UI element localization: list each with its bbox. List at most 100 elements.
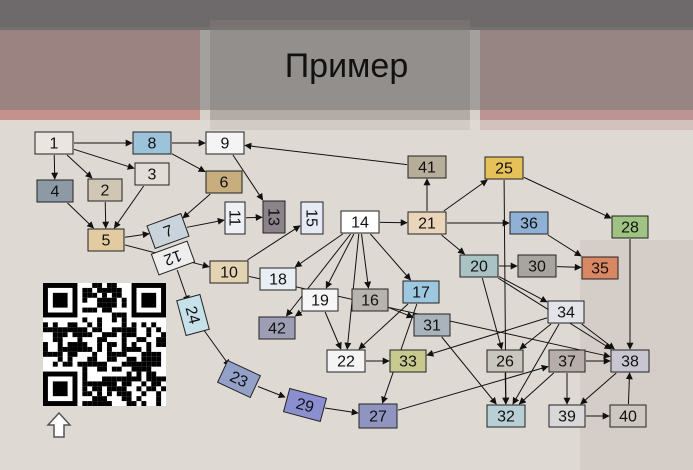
node-label: 42 bbox=[268, 321, 286, 338]
node-box bbox=[176, 293, 210, 337]
node-box bbox=[581, 256, 619, 280]
node-box bbox=[34, 131, 74, 155]
node-box bbox=[358, 403, 398, 429]
node-box bbox=[205, 170, 243, 194]
node-box bbox=[413, 313, 451, 337]
node-box bbox=[282, 387, 328, 423]
node-37: 37 bbox=[548, 349, 586, 373]
edge-29-27 bbox=[324, 407, 359, 416]
node-box bbox=[389, 349, 427, 373]
node-box bbox=[300, 201, 324, 235]
node-24: 24 bbox=[176, 293, 210, 337]
edge-17-22 bbox=[358, 303, 409, 350]
node-16: 16 bbox=[351, 288, 389, 312]
node-label: 39 bbox=[558, 409, 576, 426]
node-label: 27 bbox=[369, 409, 387, 426]
qr-code-icon bbox=[43, 283, 166, 406]
node-41: 41 bbox=[407, 155, 447, 179]
node-box bbox=[146, 212, 190, 250]
node-label: 23 bbox=[227, 368, 250, 391]
node-box bbox=[134, 162, 170, 186]
node-label: 26 bbox=[496, 354, 514, 371]
node-label: 4 bbox=[51, 184, 60, 201]
node-5: 5 bbox=[87, 228, 125, 252]
node-18: 18 bbox=[259, 267, 297, 291]
node-label: 25 bbox=[495, 161, 513, 178]
edge-14-42 bbox=[285, 233, 351, 317]
node-35: 35 bbox=[581, 256, 619, 280]
node-box bbox=[340, 210, 380, 234]
node-28: 28 bbox=[611, 215, 649, 239]
edge-24-23 bbox=[201, 327, 231, 367]
node-30: 30 bbox=[517, 254, 557, 278]
node-25: 25 bbox=[484, 156, 524, 180]
node-label: 30 bbox=[528, 259, 546, 276]
node-box bbox=[224, 201, 246, 235]
node-box bbox=[402, 280, 440, 304]
node-label: 21 bbox=[418, 216, 436, 233]
node-box bbox=[262, 200, 286, 234]
edge-1-2 bbox=[66, 154, 93, 179]
node-36: 36 bbox=[509, 211, 549, 235]
node-40: 40 bbox=[609, 404, 647, 428]
node-label: 20 bbox=[470, 259, 488, 276]
node-box bbox=[509, 211, 549, 235]
edge-20-26 bbox=[481, 277, 504, 350]
edge-21-20 bbox=[441, 234, 466, 255]
node-box bbox=[548, 349, 586, 373]
node-label: 16 bbox=[361, 293, 379, 310]
node-box bbox=[486, 404, 526, 428]
edge-12-24 bbox=[176, 269, 190, 303]
node-7: 7 bbox=[146, 212, 190, 250]
slide-title: Пример bbox=[284, 47, 409, 85]
node-20: 20 bbox=[459, 254, 499, 278]
node-label: 10 bbox=[220, 265, 238, 282]
node-label: 22 bbox=[337, 354, 355, 371]
node-box bbox=[407, 155, 447, 179]
node-label: 19 bbox=[311, 293, 329, 310]
edge-14-17 bbox=[370, 233, 412, 281]
node-box bbox=[407, 211, 447, 235]
node-label: 6 bbox=[220, 175, 229, 192]
node-22: 22 bbox=[326, 349, 366, 373]
node-10: 10 bbox=[209, 260, 249, 284]
node-12: 12 bbox=[150, 240, 196, 276]
edge-4-5 bbox=[67, 202, 95, 229]
node-box bbox=[548, 404, 586, 428]
node-29: 29 bbox=[282, 387, 328, 423]
node-label: 31 bbox=[423, 318, 441, 335]
node-box bbox=[351, 288, 389, 312]
edge-5-7 bbox=[124, 231, 150, 239]
node-box bbox=[486, 349, 524, 373]
node-label: 33 bbox=[399, 354, 417, 371]
node-label: 14 bbox=[351, 215, 369, 232]
edge-16-31 bbox=[388, 307, 414, 319]
node-box bbox=[259, 267, 297, 291]
up-arrow-icon[interactable] bbox=[46, 411, 72, 439]
node-box bbox=[459, 254, 499, 278]
edge-34-33 bbox=[426, 317, 548, 357]
node-label: 13 bbox=[265, 208, 282, 226]
edge-40-38 bbox=[625, 372, 633, 405]
edge-30-35 bbox=[556, 263, 582, 271]
node-label: 24 bbox=[182, 304, 203, 326]
title-band bbox=[0, 27, 693, 110]
node-34: 34 bbox=[547, 300, 585, 324]
node-box bbox=[216, 359, 262, 399]
node-9: 9 bbox=[205, 131, 245, 155]
node-box bbox=[609, 404, 647, 428]
edge-14-19 bbox=[325, 233, 355, 289]
node-label: 41 bbox=[418, 160, 436, 177]
node-label: 40 bbox=[619, 409, 637, 426]
edge-8-6 bbox=[171, 153, 206, 173]
edge-14-16 bbox=[361, 233, 372, 289]
node-31: 31 bbox=[413, 313, 451, 337]
node-39: 39 bbox=[548, 404, 586, 428]
node-label: 1 bbox=[50, 136, 59, 153]
node-label: 38 bbox=[621, 354, 639, 371]
node-19: 19 bbox=[301, 288, 339, 312]
edge-2-5 bbox=[102, 201, 110, 229]
edge-37-32 bbox=[518, 372, 555, 405]
node-label: 35 bbox=[591, 261, 609, 278]
